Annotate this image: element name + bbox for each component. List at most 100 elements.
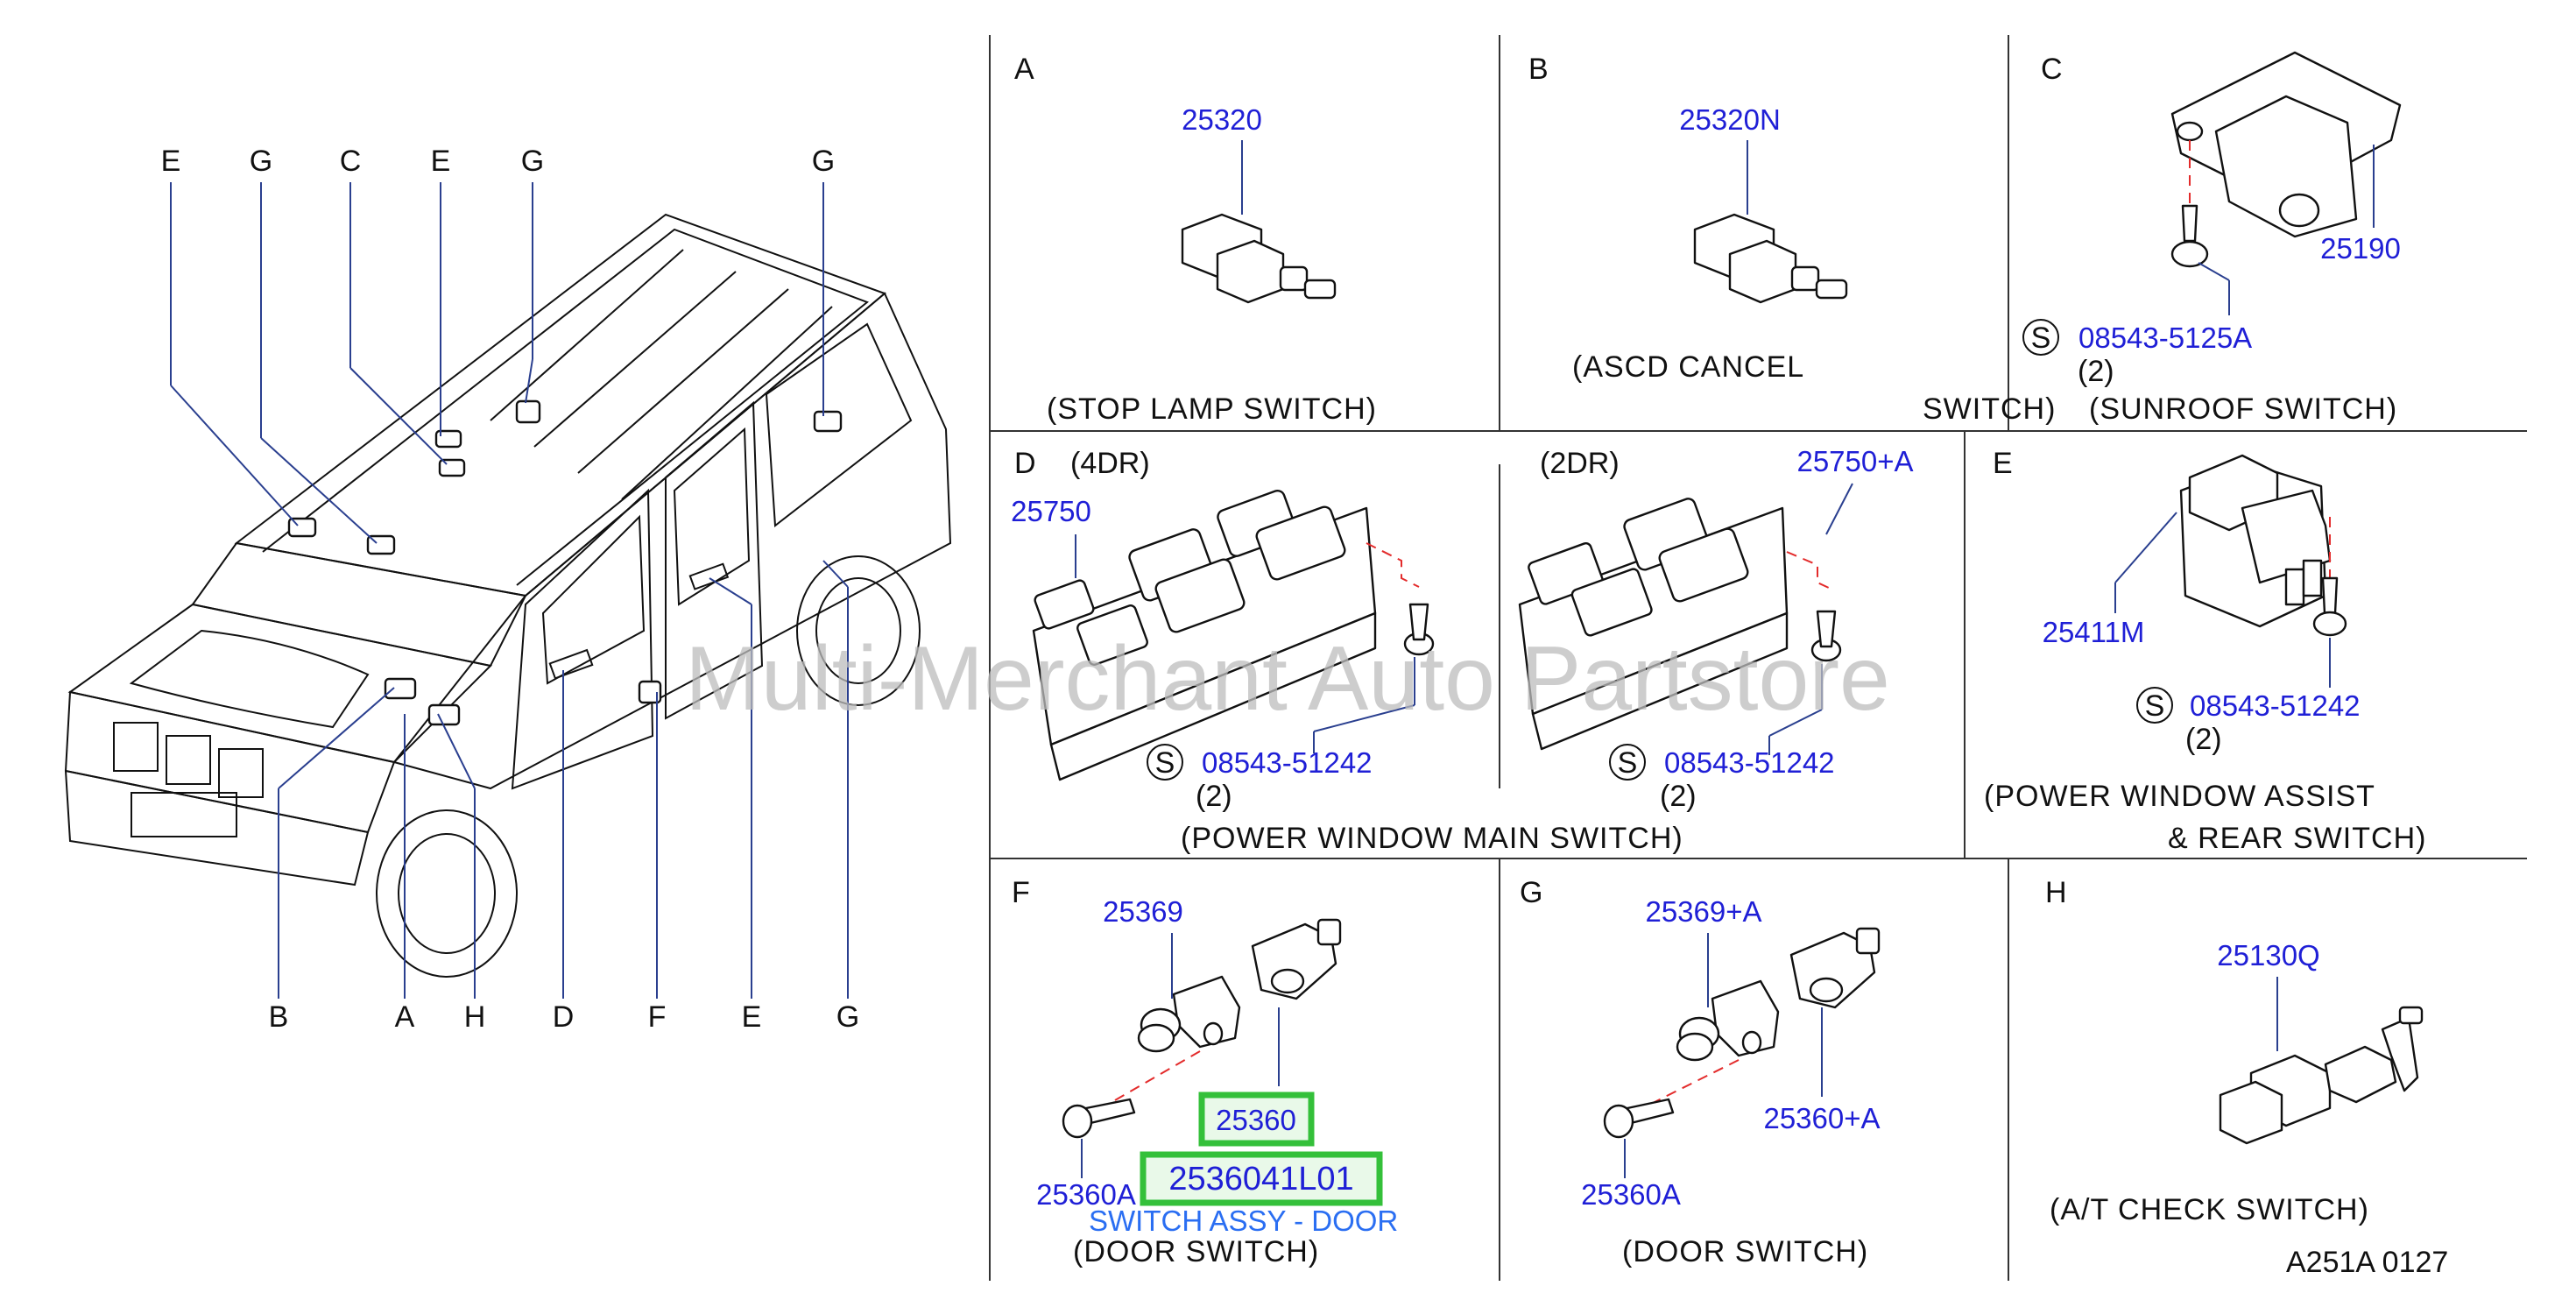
vehicle-body: [64, 213, 952, 978]
panel-d-screw-number-4dr[interactable]: 08543-51242: [1202, 746, 1373, 779]
diagram-code: A251A 0127: [2286, 1246, 2448, 1279]
panel-d-variant-2dr: (2DR): [1540, 447, 1620, 480]
callout-top-2: G: [250, 145, 272, 178]
callout-bottom-6: E: [742, 1000, 762, 1034]
panel-d-caption: (POWER WINDOW MAIN SWITCH): [1181, 822, 1683, 855]
vehicle-callout-labels: E G C E G G B A H D F E G: [161, 145, 860, 1034]
panel-f-part-number-screw[interactable]: 25360A: [1036, 1178, 1136, 1211]
svg-text:S: S: [1155, 746, 1175, 780]
panel-a-caption: (STOP LAMP SWITCH): [1047, 392, 1377, 426]
panel-e-caption-line1: (POWER WINDOW ASSIST: [1984, 780, 2375, 813]
stop-lamp-switch-part: [1181, 213, 1337, 304]
panel-d-power-window-main-switch: D (4DR) (2DR) 25750 25750+A: [1011, 445, 1913, 855]
at-check-switch-part: [2219, 1006, 2424, 1145]
panel-f-caption: (DOOR SWITCH): [1073, 1235, 1319, 1268]
callout-top-3: C: [340, 145, 362, 178]
panel-c-screw-marker: S: [2022, 319, 2059, 356]
door-switch-g-bracket: [1789, 927, 1881, 1009]
svg-text:S: S: [1618, 746, 1638, 780]
callout-bottom-2: A: [395, 1000, 415, 1034]
sunroof-screw: [2170, 204, 2209, 268]
panel-d-screw-marker-2dr: S: [1609, 744, 1646, 781]
door-switch-g-screw: [1603, 1098, 1675, 1139]
main-switch-4dr-screw: [1403, 603, 1435, 656]
panel-d-part-number-4dr[interactable]: 25750: [1011, 495, 1091, 527]
callout-bottom-1: B: [269, 1000, 289, 1034]
panel-g-caption: (DOOR SWITCH): [1622, 1235, 1868, 1268]
vehicle-illustration: E G C E G G B A H D F E G: [64, 145, 952, 1034]
panel-b-letter: B: [1528, 53, 1549, 86]
panel-d-letter: D: [1014, 447, 1036, 480]
panel-c-sunroof-switch: C 25190 S 08543-5125A (2) (SUNROOF SWITC…: [2022, 51, 2402, 426]
panel-g-part-number-bracket[interactable]: 25360+A: [1763, 1102, 1880, 1134]
panel-c-part-number[interactable]: 25190: [2320, 232, 2401, 265]
callout-bottom-7: G: [836, 1000, 859, 1034]
panel-f-door-switch: F 25369 25360 2536041L01 25360A SWITCH A…: [1012, 876, 1398, 1268]
panel-grid: [989, 35, 2527, 1281]
panel-b-caption-line1: (ASCD CANCEL: [1572, 350, 1804, 384]
panel-c-screw-number[interactable]: 08543-5125A: [2078, 321, 2252, 354]
panel-b-caption-line2: SWITCH): [1923, 392, 2056, 426]
door-switch-g-part: [1676, 979, 1780, 1062]
assist-switch-screw: [2312, 576, 2347, 637]
panel-e-screw-marker: S: [2136, 687, 2173, 724]
main-switch-2dr-screw: [1810, 610, 1842, 662]
panel-c-qty: (2): [2078, 355, 2114, 388]
panel-d-screw-marker-4dr: S: [1147, 744, 1183, 781]
panel-c-letter: C: [2041, 53, 2063, 86]
callout-bottom-4: D: [553, 1000, 575, 1034]
panel-g-part-number-switch[interactable]: 25369+A: [1645, 895, 1761, 928]
callout-top-4: E: [431, 145, 451, 178]
callout-bottom-3: H: [464, 1000, 486, 1034]
panel-e-part-number[interactable]: 25411M: [2043, 616, 2145, 648]
main-switch-2dr-part: [1518, 498, 1789, 751]
panel-f-highlight-description: SWITCH ASSY - DOOR: [1089, 1205, 1398, 1237]
panel-a-part-number[interactable]: 25320: [1182, 103, 1262, 136]
panel-a-stop-lamp-switch: A 25320 (STOP LAMP SWITCH): [1014, 53, 1377, 426]
assembly-highlight-border: [1140, 1151, 1383, 1206]
panel-e-caption-line2: & REAR SWITCH): [2168, 822, 2426, 855]
panel-g-letter: G: [1520, 876, 1542, 909]
callout-bottom-5: F: [648, 1000, 667, 1034]
sunroof-switch-part: [2170, 51, 2402, 238]
panel-g-part-number-screw[interactable]: 25360A: [1581, 1178, 1681, 1211]
callout-top-1: E: [161, 145, 181, 178]
panel-c-caption: (SUNROOF SWITCH): [2089, 392, 2397, 426]
panel-b-part-number[interactable]: 25320N: [1679, 103, 1781, 136]
panel-d-qty-4dr: (2): [1196, 780, 1232, 813]
panel-e-screw-number[interactable]: 08543-51242: [2190, 689, 2361, 722]
panel-e-qty: (2): [2185, 723, 2222, 756]
door-switch-f-bracket: [1251, 918, 1342, 1000]
vehicle-callout-lines: [170, 182, 849, 999]
svg-text:S: S: [2031, 321, 2051, 355]
panel-d-part-number-2dr[interactable]: 25750+A: [1796, 445, 1913, 477]
panel-d-variant-4dr: (4DR): [1070, 447, 1150, 480]
callout-top-5: G: [521, 145, 544, 178]
panel-d-screw-number-2dr[interactable]: 08543-51242: [1664, 746, 1835, 779]
panel-h-part-number[interactable]: 25130Q: [2217, 939, 2319, 971]
panel-h-at-check-switch: H 25130Q (A/T CHECK SWITCH): [2045, 876, 2424, 1226]
panel-f-part-number-switch[interactable]: 25369: [1103, 895, 1183, 928]
panel-f-part-number-bracket[interactable]: 25360: [1216, 1104, 1296, 1136]
panel-a-letter: A: [1014, 53, 1034, 86]
panel-b-ascd-cancel-switch: B 25320N (ASCD CANCEL SWITCH): [1528, 53, 2056, 426]
panel-f-highlight-code[interactable]: 2536041L01: [1168, 1161, 1353, 1198]
panel-e-power-window-assist-switch: E 25411M S 08543-51242 (2) (POWER WINDOW…: [1984, 447, 2426, 855]
bracket-highlight-box: [1202, 1095, 1311, 1143]
panel-d-qty-2dr: (2): [1660, 780, 1697, 813]
panel-g-door-switch: G 25369+A 25360+A 25360A (DOOR SWITCH): [1520, 876, 1881, 1268]
panel-h-letter: H: [2045, 876, 2067, 909]
watermark: Multi-Merchant Auto Partstore: [685, 628, 1890, 730]
door-switch-f-part: [1137, 975, 1241, 1053]
bracket-highlight-border: [1198, 1092, 1315, 1147]
panel-h-caption: (A/T CHECK SWITCH): [2050, 1193, 2369, 1226]
svg-text:S: S: [2145, 689, 2165, 723]
ascd-cancel-switch-part: [1693, 213, 1848, 304]
door-switch-f-screw: [1062, 1098, 1136, 1139]
main-switch-4dr-part: [1032, 490, 1377, 781]
panel-e-letter: E: [1993, 447, 2013, 480]
assembly-highlight-box: [1143, 1155, 1380, 1203]
panel-f-letter: F: [1012, 876, 1030, 909]
assist-switch-part: [2179, 454, 2332, 628]
